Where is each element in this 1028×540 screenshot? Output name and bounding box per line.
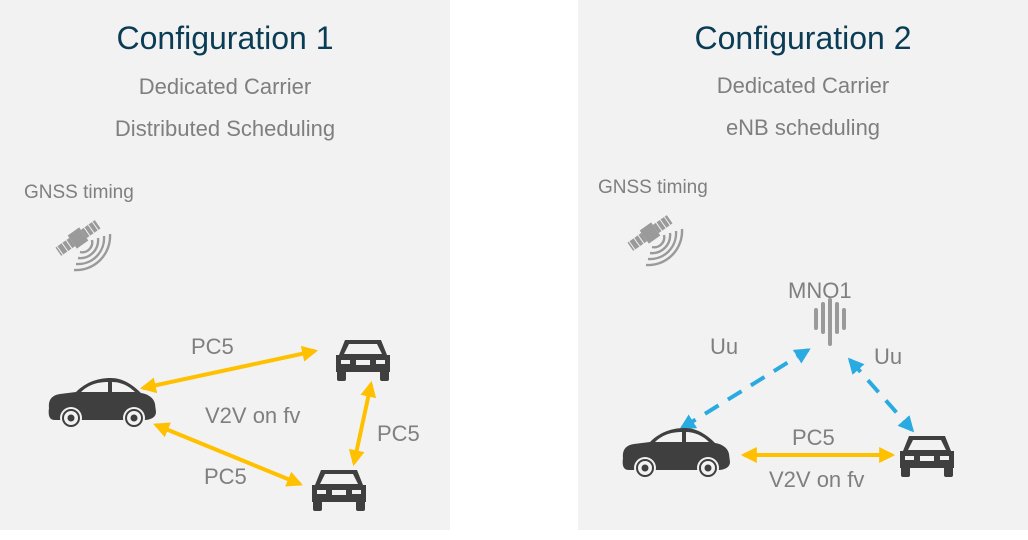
config1-title: Configuration 1: [116, 20, 334, 56]
config1-diagram: [47, 216, 390, 511]
car-front-icon: [336, 340, 390, 381]
uu-arrow-left: [679, 348, 811, 430]
satellite-icon: [52, 216, 112, 272]
config2-scheduling-label: eNB scheduling: [725, 115, 881, 140]
config1-gnss-label: GNSS timing: [24, 182, 134, 203]
pc5-label-right: PC5: [377, 421, 420, 446]
uu-label-right: Uu: [874, 344, 903, 369]
v2v-label: V2V on fv: [205, 403, 301, 428]
config1-scheduling-label: Distributed Scheduling: [114, 116, 336, 141]
sedan-icon: [47, 377, 157, 430]
satellite-icon: [624, 211, 684, 267]
config2-panel: Configuration 2 Dedicated Carrier eNB sc…: [578, 0, 1028, 530]
pc5-label: PC5: [792, 425, 835, 450]
uu-label-left: Uu: [710, 334, 739, 359]
uu-arrow-right: [847, 357, 915, 433]
car-front-icon: [900, 436, 954, 477]
pc5-label-top: PC5: [191, 334, 234, 359]
pc5-arrow-top: [139, 345, 319, 394]
config2-carrier-label: Dedicated Carrier: [716, 73, 890, 98]
cell-tower-icon: [814, 298, 846, 346]
config2-title: Configuration 2: [694, 20, 912, 56]
config2-diagram: [621, 211, 954, 480]
car-front-icon: [312, 470, 366, 511]
config1-panel: Configuration 1 Dedicated Carrier Distri…: [0, 0, 450, 530]
pc5-label-bottom: PC5: [204, 464, 247, 489]
sedan-icon: [621, 427, 731, 480]
config2-gnss-label: GNSS timing: [598, 177, 708, 198]
pc5-arrow-bottom: [153, 422, 303, 487]
config1-carrier-label: Dedicated Carrier: [138, 74, 312, 99]
pc5-arrow-right: [348, 380, 377, 467]
mno-label: MNO1: [788, 278, 852, 303]
v2v-label: V2V on fv: [769, 467, 865, 492]
